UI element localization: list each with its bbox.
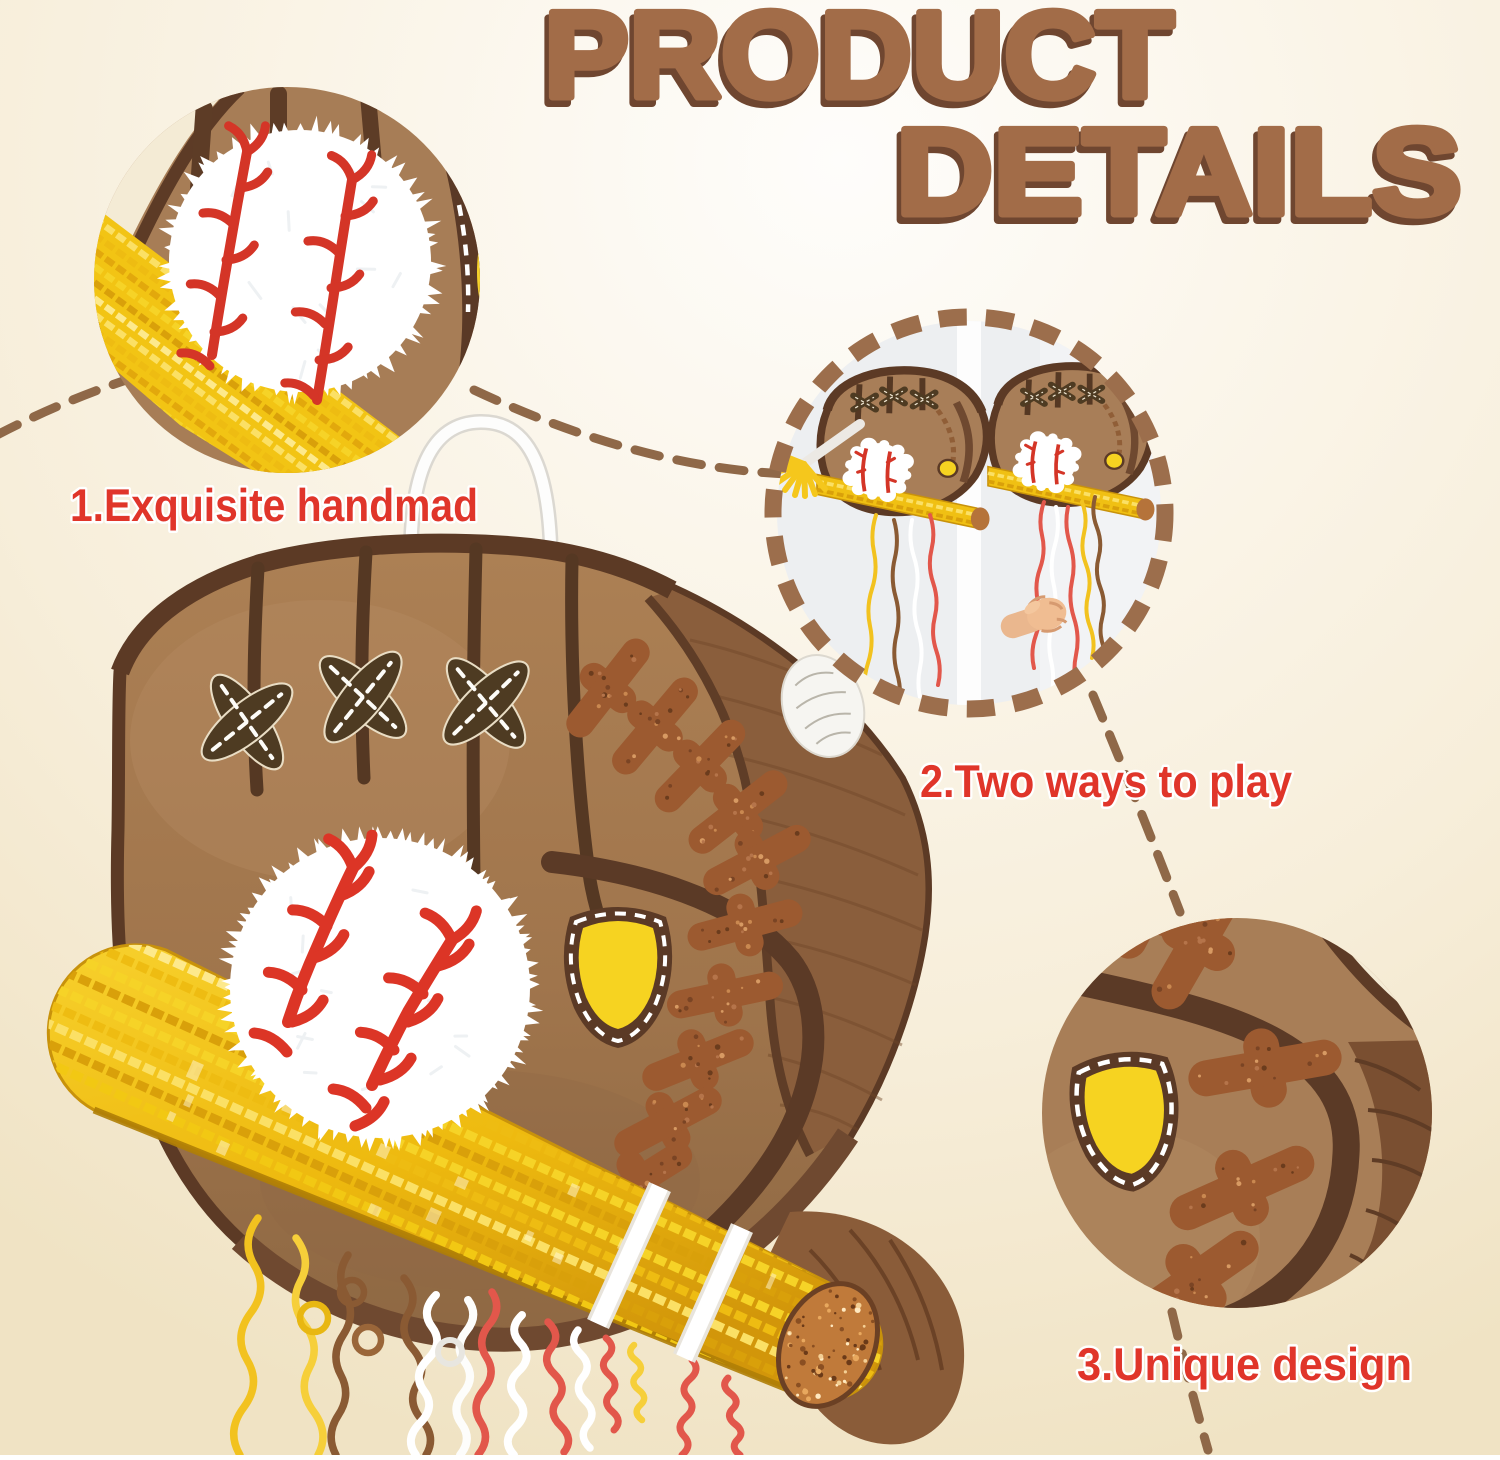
svg-text:DETAILS: DETAILS [896, 104, 1462, 241]
svg-text:1.Exquisite handmad: 1.Exquisite handmad [70, 479, 478, 531]
svg-text:2.Two ways to play: 2.Two ways to play [920, 755, 1292, 807]
svg-text:3.Unique design: 3.Unique design [1077, 1338, 1412, 1390]
